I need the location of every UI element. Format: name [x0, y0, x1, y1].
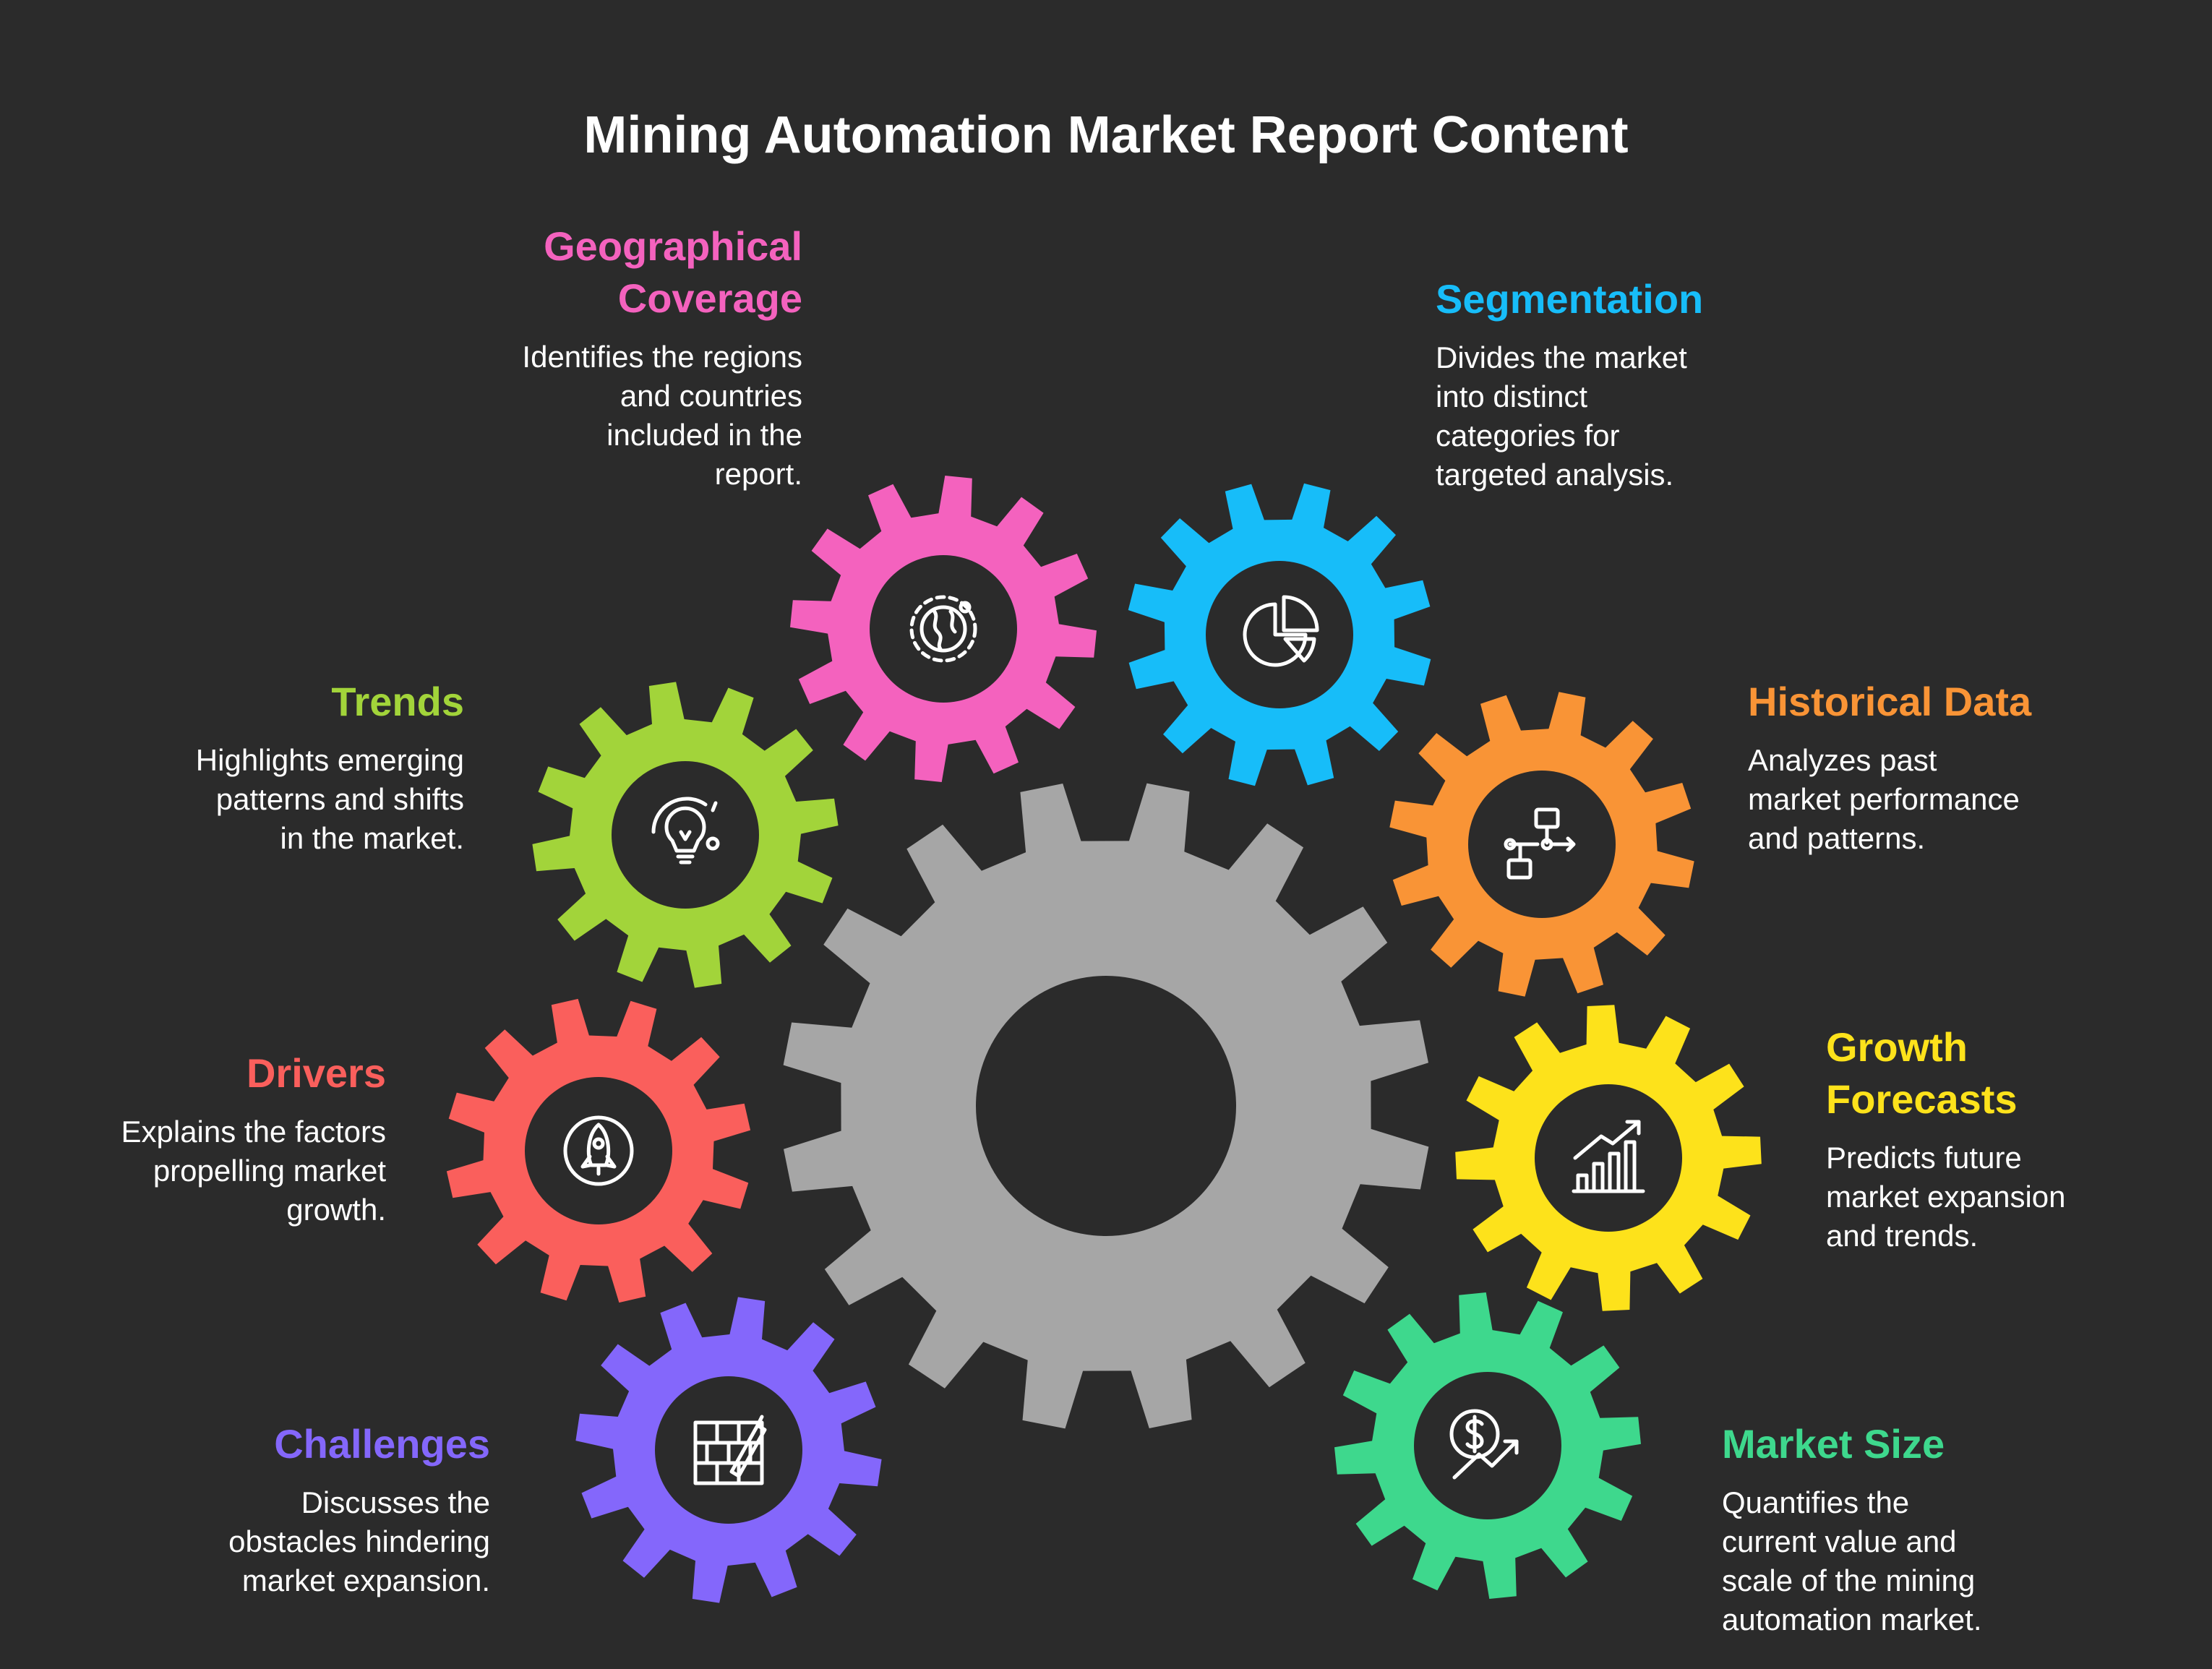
gear-drivers — [446, 998, 751, 1303]
market-size-description: Quantifies the current value and scale o… — [1722, 1485, 1982, 1636]
trends-description: Highlights emerging patterns and shifts … — [195, 743, 464, 855]
geographical-coverage-heading: Geographical Coverage — [544, 223, 802, 321]
market-size-block: Market Size Quantifies the current value… — [1722, 1418, 2156, 1639]
brick-wall-icon — [693, 1415, 767, 1485]
segmentation-heading: Segmentation — [1436, 276, 1704, 322]
dollar-growth-icon — [1449, 1409, 1519, 1480]
gear-trends — [532, 682, 839, 988]
challenges-heading: Challenges — [274, 1421, 490, 1467]
drivers-heading: Drivers — [246, 1050, 386, 1096]
drivers-block: Drivers Explains the factors propelling … — [10, 1047, 386, 1230]
historical-data-description: Analyzes past market performance and pat… — [1748, 743, 2020, 855]
gear-hub — [612, 761, 759, 909]
geographical-coverage-description: Identifies the regions and countries inc… — [522, 340, 802, 491]
pie-chart-icon — [1243, 595, 1319, 667]
lightbulb-icon — [651, 797, 720, 864]
globe-icon — [909, 595, 977, 663]
market-size-heading: Market Size — [1722, 1421, 1945, 1467]
growth-forecasts-block: Growth Forecasts Predicts future market … — [1826, 1021, 2202, 1256]
page-title: Mining Automation Market Report Content — [583, 106, 1629, 164]
bar-chart-growth-icon — [1572, 1120, 1645, 1193]
gear-hub — [976, 976, 1236, 1236]
growth-forecasts-heading: Growth Forecasts — [1826, 1024, 2018, 1122]
drivers-description: Explains the factors propelling market g… — [121, 1115, 386, 1227]
challenges-block: Challenges Discusses the obstacles hinde… — [42, 1418, 490, 1600]
historical-data-heading: Historical Data — [1748, 679, 2032, 724]
historical-data-block: Historical Data Analyzes past market per… — [1748, 676, 2196, 858]
segmentation-block: Segmentation Divides the market into dis… — [1436, 273, 1942, 494]
central-gear — [783, 783, 1429, 1429]
growth-forecasts-description: Predicts future market expansion and tre… — [1826, 1141, 2066, 1253]
trends-heading: Trends — [331, 679, 464, 724]
gear-geographical — [790, 476, 1097, 782]
rocket-icon — [563, 1115, 634, 1186]
gear-market-size — [1334, 1292, 1641, 1599]
geographical-coverage-block: Geographical Coverage Identifies the reg… — [296, 220, 802, 494]
gear-hub — [525, 1077, 672, 1224]
challenges-description: Discusses the obstacles hindering market… — [228, 1485, 490, 1597]
gear-hub — [870, 555, 1017, 703]
trends-block: Trends Highlights emerging patterns and … — [30, 676, 464, 858]
gear-hub — [1414, 1372, 1561, 1519]
flowchart-icon — [1504, 807, 1576, 880]
segmentation-description: Divides the market into distinct categor… — [1436, 340, 1687, 492]
